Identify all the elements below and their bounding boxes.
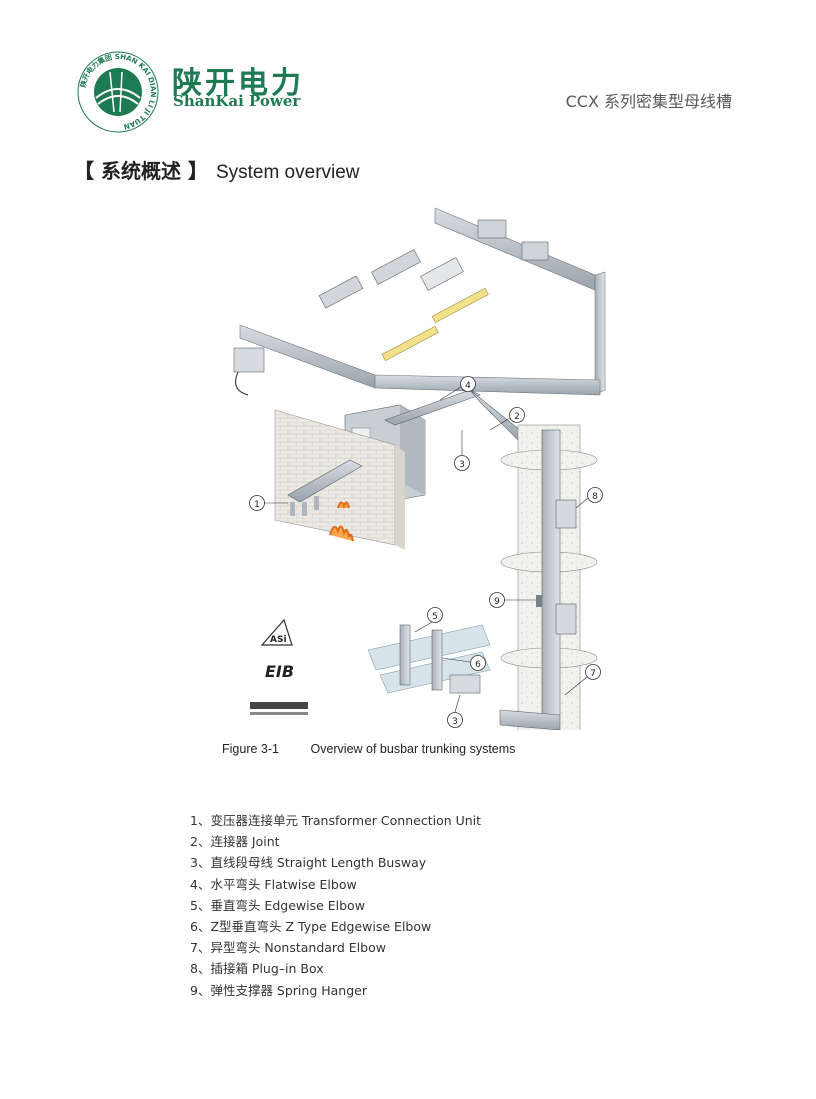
list-item: 2、连接器 Joint bbox=[190, 834, 280, 850]
callout-9: 9 bbox=[489, 592, 536, 608]
callout-8-label: 8 bbox=[592, 492, 598, 502]
list-item: 6、Z型垂直弯头 Z Type Edgewise Elbow bbox=[190, 918, 432, 934]
pipe-crossing bbox=[367, 624, 491, 694]
flames bbox=[329, 501, 354, 542]
figure-caption-text: Overview of busbar trunking systems bbox=[310, 742, 516, 756]
figure-caption: Figure 3-1 Overview of busbar trunking s… bbox=[222, 742, 515, 756]
list-item: 3、直线段母线 Straight Length Busway bbox=[190, 855, 427, 871]
eib-mark: EIB bbox=[265, 662, 294, 681]
callout-1: 1 bbox=[249, 495, 288, 511]
callout-7-label: 7 bbox=[590, 669, 596, 679]
company-logo: 陕开电力集团 SHAN KAI DIAN LI JI TUAN bbox=[77, 51, 159, 133]
callout-8: 8 bbox=[575, 487, 603, 509]
callout-3a: 3 bbox=[454, 430, 470, 471]
list-item: 1、变压器连接单元 Transformer Connection Unit bbox=[190, 813, 482, 828]
callout-2: 2 bbox=[489, 407, 525, 431]
series-title: CCX 系列密集型母线槽 bbox=[565, 92, 732, 111]
busway-straight-length bbox=[384, 389, 521, 443]
callout-2-label: 2 bbox=[514, 412, 520, 422]
brand-name-en: ShanKai Power bbox=[173, 92, 301, 110]
callout-5: 5 bbox=[414, 607, 443, 633]
list-item: 4、水平弯头 Flatwise Elbow bbox=[190, 876, 357, 892]
asi-mark: ASi bbox=[260, 618, 293, 646]
callout-7: 7 bbox=[564, 664, 601, 696]
list-item: 9、弹性支撑器 Spring Hanger bbox=[190, 982, 367, 998]
callout-3a-label: 3 bbox=[459, 460, 465, 470]
vertical-riser bbox=[499, 424, 598, 730]
callout-3b: 3 bbox=[447, 694, 463, 728]
section-heading: 【 系统概述 】 System overview bbox=[74, 155, 360, 184]
lighting-fixtures bbox=[318, 249, 489, 362]
callout-9-label: 9 bbox=[494, 597, 500, 607]
section-title-cn: 【 系统概述 】 bbox=[74, 159, 208, 183]
component-legend: 1、变压器连接单元 Transformer Connection Unit 2、… bbox=[190, 810, 481, 1001]
callout-3b-label: 3 bbox=[452, 717, 458, 727]
figure-number: Figure 3-1 bbox=[222, 742, 279, 756]
callout-5-label: 5 bbox=[432, 612, 438, 622]
transformer-connection-unit bbox=[287, 459, 363, 516]
list-item: 7、异型弯头 Nonstandard Elbow bbox=[190, 940, 386, 956]
brand-name-cn: 陕开电力 bbox=[172, 66, 304, 101]
callout-1-label: 1 bbox=[254, 500, 260, 510]
list-item: 8、插接箱 Plug–in Box bbox=[190, 961, 324, 977]
section-title-en: System overview bbox=[215, 162, 360, 183]
busbar-system-illustration: ASi EIB 1 2 3 4 5 6 3 7 8 9 bbox=[233, 207, 606, 730]
callout-4-label: 4 bbox=[465, 381, 471, 391]
upper-duct-run bbox=[233, 207, 606, 396]
callout-6: 6 bbox=[441, 655, 486, 671]
svg-text:EIB: EIB bbox=[265, 662, 294, 681]
callout-6-label: 6 bbox=[475, 660, 481, 670]
profibus-mark bbox=[250, 702, 308, 715]
list-item: 5、垂直弯头 Edgewise Elbow bbox=[190, 897, 365, 913]
callout-4: 4 bbox=[439, 376, 476, 401]
svg-text:ASi: ASi bbox=[270, 635, 287, 645]
